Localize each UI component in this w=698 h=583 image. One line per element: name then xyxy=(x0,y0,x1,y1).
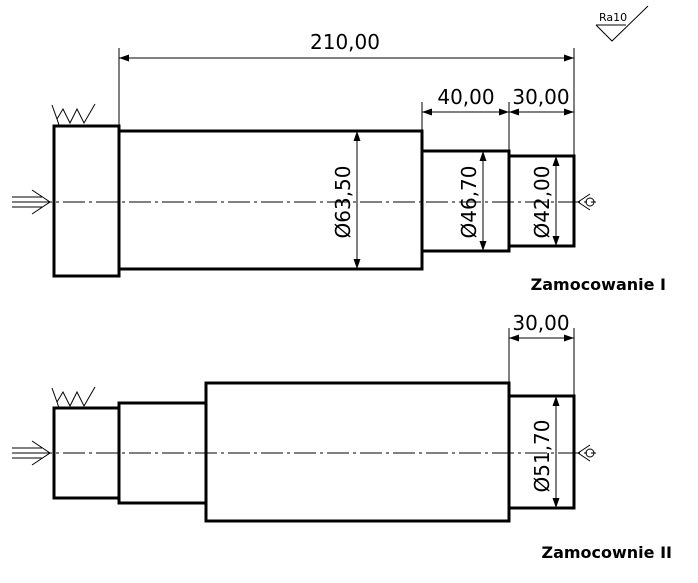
center-support-2 xyxy=(577,444,595,462)
driver-arrow-1 xyxy=(12,189,51,215)
shaft-section-large-1 xyxy=(117,129,424,271)
center-support-1 xyxy=(577,193,595,211)
dim-length-end-2: 30,00 xyxy=(512,311,569,335)
setup-2: 30,00 Ø51,70 Zamocownie II xyxy=(12,311,672,562)
dim-diameter-mid: Ø46,70 xyxy=(457,166,481,239)
caption-setup-1: Zamocowanie I xyxy=(531,275,666,294)
chuck-jaw-1 xyxy=(52,124,121,278)
clamp-symbol-2 xyxy=(51,386,96,409)
dim-diameter-end-2: Ø51,70 xyxy=(530,420,554,493)
caption-setup-2: Zamocownie II xyxy=(541,543,672,562)
dim-length-mid: 40,00 xyxy=(437,85,494,109)
setup-1: 210,00 40,00 30,00 Ø63,50 Ø46,70 Ø42,00 … xyxy=(12,30,666,294)
shaft-section-end-1 xyxy=(507,154,576,248)
dim-diameter-end-1: Ø42,00 xyxy=(530,166,554,239)
driver-arrow-2 xyxy=(12,440,51,466)
shaft-section-end-2 xyxy=(507,394,576,510)
shaft-section-large-2 xyxy=(204,381,511,523)
dim-length-end-1: 30,00 xyxy=(512,85,569,109)
dim-diameter-large: Ø63,50 xyxy=(331,166,355,239)
dim-total-length: 210,00 xyxy=(310,30,380,54)
roughness-label: Ra10 xyxy=(599,11,627,24)
clamp-symbol-1 xyxy=(51,103,96,126)
roughness-symbol: Ra10 xyxy=(595,5,649,42)
